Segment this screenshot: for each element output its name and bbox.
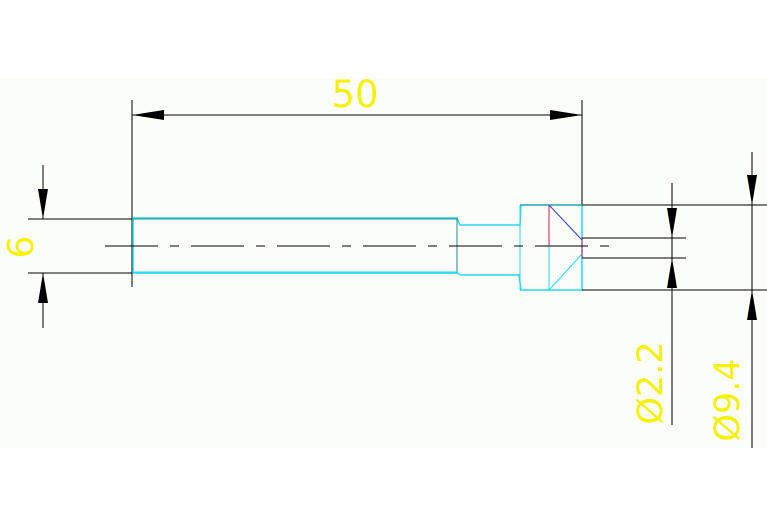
head-arrowhead-top (747, 175, 757, 205)
part-body (132, 204, 583, 291)
head-arrowhead-bottom (747, 290, 757, 320)
dimension-head-diameter: Ø9.4 (582, 152, 767, 448)
dimension-text-hole-diameter: Ø2.2 (631, 341, 671, 424)
dimension-hole-diameter: Ø2.2 (582, 183, 686, 425)
arrowhead-right (550, 110, 582, 120)
hole-arrowhead-top (667, 208, 677, 238)
dimension-text-shank-height: 6 (1, 236, 42, 259)
arrowhead-top (38, 189, 48, 219)
arrowhead-bottom (38, 273, 48, 303)
dimension-shank-height: 6 (1, 165, 134, 328)
dimension-text-length: 50 (331, 73, 378, 116)
part-head-chamfer-top (548, 204, 583, 241)
arrowhead-left (132, 110, 164, 120)
drawing-area[interactable] (0, 78, 767, 448)
part-shank-outline (132, 204, 583, 291)
hole-arrowhead-bottom (667, 258, 677, 288)
part-head-chamfer-bottom (548, 253, 583, 291)
dimension-text-head-diameter: Ø9.4 (708, 358, 748, 441)
dimension-length: 50 (131, 73, 583, 287)
